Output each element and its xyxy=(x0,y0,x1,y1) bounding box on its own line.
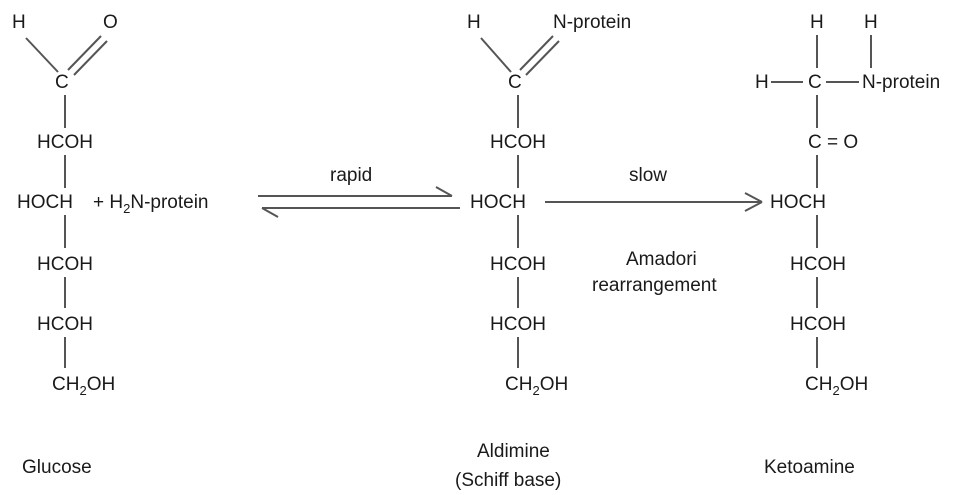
ketoamine-row-3: HCOH xyxy=(790,314,846,335)
slow-label: slow xyxy=(629,165,667,186)
aldimine-label: Aldimine xyxy=(477,441,550,462)
glucose-row-1: HCOH xyxy=(37,132,93,153)
aldimine-cn-double-bond-1 xyxy=(519,35,554,71)
forward-arrow-head xyxy=(435,186,453,197)
glucose-h-atom: H xyxy=(12,12,26,33)
slow-arrow-head xyxy=(744,192,763,212)
glucose-label: Glucose xyxy=(22,457,92,478)
aldimine-structure: H N-protein C HCOH HOCH HCOH HCOH CH2OH … xyxy=(455,12,631,491)
glucose-co-double-bond-2 xyxy=(73,40,108,76)
reverse-arrow-head xyxy=(261,207,279,218)
amadori-note-line1: Amadori xyxy=(626,249,697,270)
glucose-structure: H O C HCOH HOCH + H2N-protein HCOH HCOH … xyxy=(12,12,209,478)
ketoamine-keto: C = O xyxy=(808,132,858,153)
ketoamine-row-1: HOCH xyxy=(770,192,826,213)
rapid-equilibrium-arrow: rapid xyxy=(258,165,460,218)
glucose-row-2: HOCH xyxy=(17,192,73,213)
ketoamine-h-left: H xyxy=(755,72,769,93)
glucose-h-bond xyxy=(25,37,59,73)
glucose-row-3: HCOH xyxy=(37,254,93,275)
ketoamine-c1-atom: C xyxy=(808,72,822,93)
aldimine-row-2: HOCH xyxy=(470,192,526,213)
glucose-co-double-bond-1 xyxy=(67,35,102,71)
ketoamine-n-protein: N-protein xyxy=(862,72,940,93)
aldimine-c1-atom: C xyxy=(508,72,522,93)
ketoamine-structure: H H H C N-protein C = O HOCH HCOH HCOH C… xyxy=(755,12,940,478)
ketoamine-label: Ketoamine xyxy=(764,457,855,478)
aldimine-h-bond xyxy=(480,37,512,73)
aldimine-h-atom: H xyxy=(467,12,481,33)
ketoamine-h-top-1: H xyxy=(810,12,824,33)
aldimine-row-1: HCOH xyxy=(490,132,546,153)
ketoamine-h-top-2: H xyxy=(864,12,878,33)
aldimine-n-protein: N-protein xyxy=(553,12,631,33)
ketoamine-row-2: HCOH xyxy=(790,254,846,275)
glucose-ch2oh: CH2OH xyxy=(52,374,115,398)
slow-arrow: slow Amadori rearrangement xyxy=(545,165,763,296)
glucose-plus-reagent: + H2N-protein xyxy=(93,192,209,216)
ketoamine-ch2oh: CH2OH xyxy=(805,374,868,398)
glucose-o-atom: O xyxy=(103,12,118,33)
rapid-label: rapid xyxy=(330,165,372,186)
amadori-note-line2: rearrangement xyxy=(592,275,717,296)
glucose-c1-atom: C xyxy=(55,72,69,93)
glucose-row-4: HCOH xyxy=(37,314,93,335)
aldimine-label-sub: (Schiff base) xyxy=(455,470,561,491)
aldimine-ch2oh: CH2OH xyxy=(505,374,568,398)
aldimine-row-3: HCOH xyxy=(490,254,546,275)
aldimine-cn-double-bond-2 xyxy=(525,40,560,76)
aldimine-row-4: HCOH xyxy=(490,314,546,335)
